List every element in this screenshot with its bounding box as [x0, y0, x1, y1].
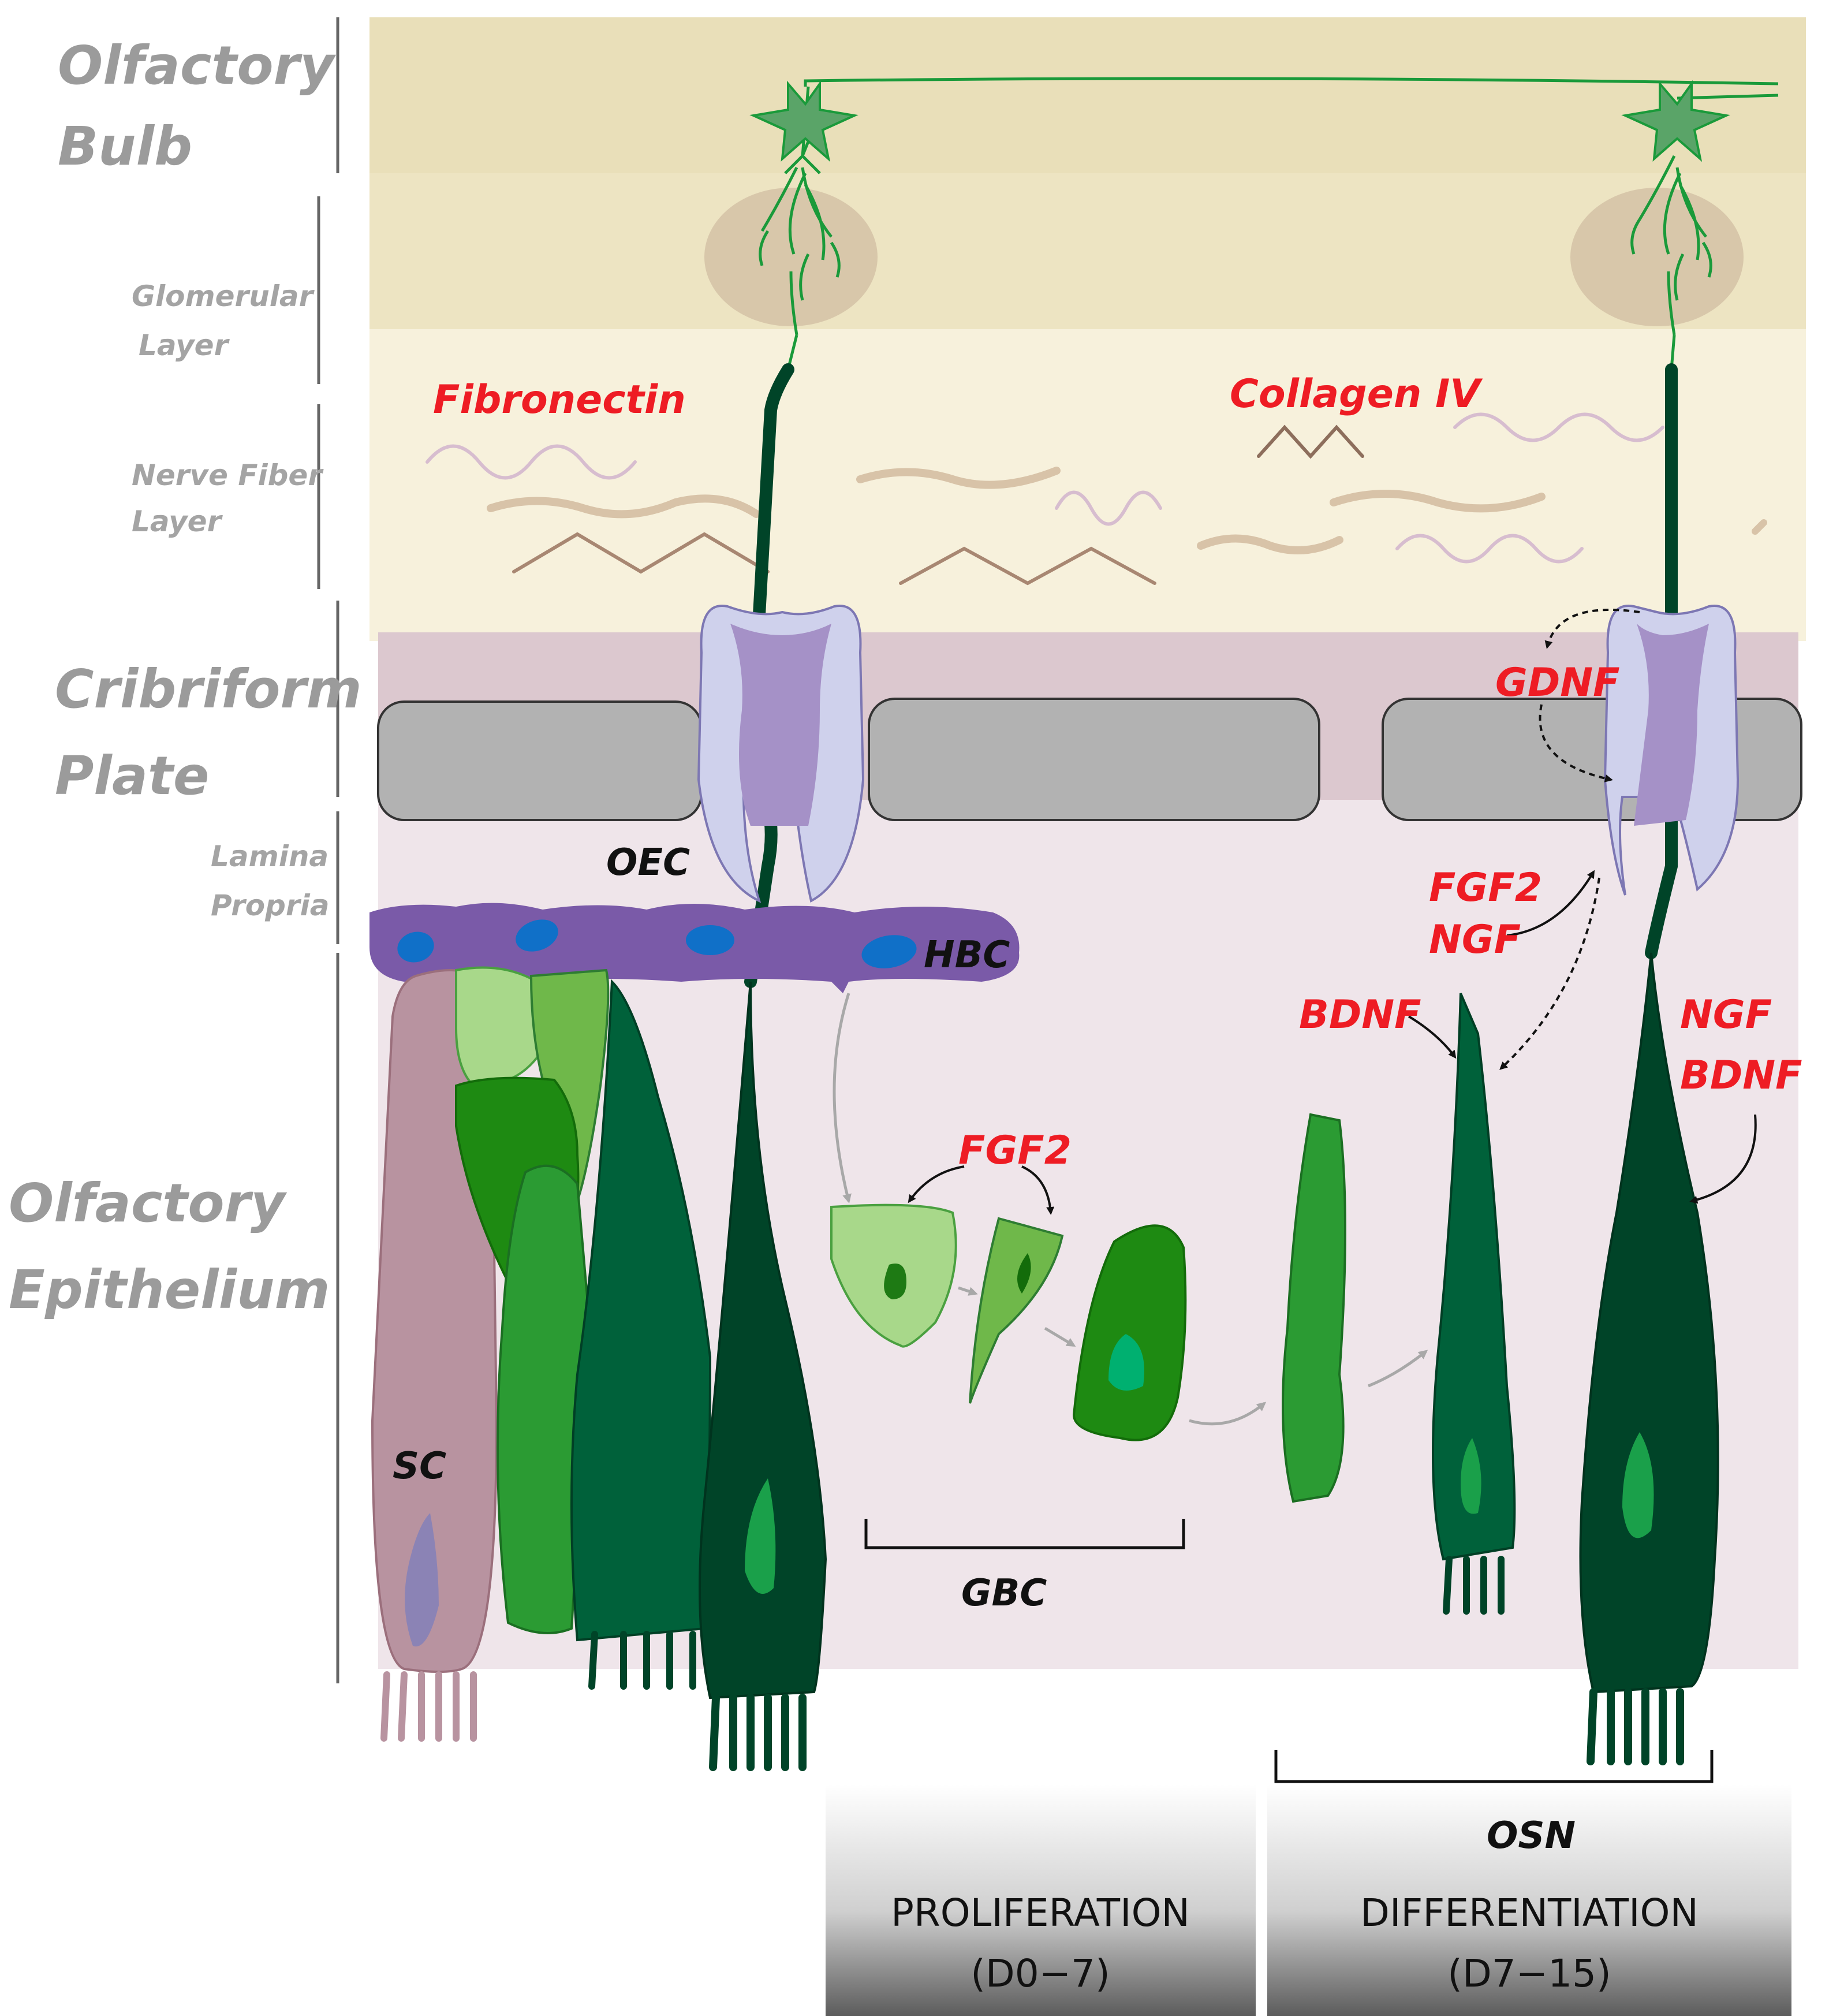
- nerve-fiber-layer-band: [369, 329, 1806, 641]
- glomerular-layer-label-line1: Glomerular: [132, 280, 315, 313]
- cribriform-plate-label-line1: Cribriform: [55, 658, 362, 720]
- ngf-mature-label: NGF: [1680, 992, 1772, 1038]
- lineage-arrows: [833, 993, 1428, 1426]
- gdnf-dotted-arrows: [1499, 609, 1640, 1070]
- gdnf-label: GDNF: [1495, 660, 1620, 706]
- gbc-mid: [969, 1217, 1064, 1404]
- sc-label: SC: [393, 1445, 446, 1488]
- olfactory-bulb-label-line1: Olfactory: [58, 35, 337, 96]
- oec-left: [697, 605, 865, 903]
- differentiation-box: [1267, 1784, 1791, 2016]
- fgf2-prolif-label: FGF2: [958, 1128, 1072, 1173]
- proliferation-box: [826, 1784, 1256, 2016]
- gbc-mid-nucleus: [1017, 1253, 1031, 1294]
- bulb-top-band: [369, 17, 1806, 173]
- olfactory-epithelium-label-line1: Olfactory: [9, 1172, 288, 1234]
- lamina-propria-label-line2: Propria: [211, 889, 329, 922]
- collagen-iv-label: Collagen IV: [1230, 371, 1483, 417]
- extracellular-matrix-fibers: [425, 412, 1767, 586]
- glomerulus-right: [1570, 188, 1744, 326]
- bdnf-diff-label: BDNF: [1299, 992, 1421, 1038]
- fibronectin-label: Fibronectin: [433, 377, 686, 423]
- osn-bracket: [1274, 1750, 1714, 1783]
- cribriform-plate-label-line2: Plate: [55, 745, 209, 807]
- gbc-dark: [1072, 1224, 1187, 1441]
- immature-osn-right-cilia: [1443, 1556, 1505, 1615]
- oec-label: OEC: [606, 841, 690, 884]
- osn-axon-right: [1645, 363, 1678, 959]
- mature-osn-right-nucleus: [1622, 1432, 1654, 1538]
- immature-osn-right-nucleus: [1461, 1438, 1481, 1514]
- immature-osn-right: [1432, 993, 1516, 1561]
- gbc-dark-nucleus: [1108, 1334, 1144, 1391]
- mature-osn-left-2-nucleus: [745, 1478, 776, 1594]
- mature-osn-left-2: [699, 981, 827, 1700]
- glomerulus-left: [704, 188, 878, 326]
- osn-label: OSN: [1487, 1814, 1576, 1857]
- lamina-propria-label-line1: Lamina: [211, 840, 329, 873]
- oec-right: [1603, 605, 1740, 896]
- mature-osn-left-2-cilia: [709, 1694, 807, 1771]
- proliferation-title: PROLIFERATION: [891, 1891, 1190, 1935]
- signaling-arrows: [908, 870, 1757, 1215]
- mature-osn-left-1-cilia: [588, 1631, 696, 1690]
- mature-osn-right-cilia: [1587, 1688, 1684, 1765]
- region-dividers: [317, 17, 339, 1683]
- gbc-label: GBC: [961, 1572, 1047, 1615]
- mitral-cell-right: [1621, 80, 1730, 162]
- nerve-fiber-layer-label-line1: Nerve Fiber: [132, 459, 324, 492]
- bdnf-mature-label: BDNF: [1680, 1053, 1802, 1098]
- proliferation-range: (D0−7): [971, 1951, 1110, 1996]
- differentiation-range: (D7−15): [1447, 1951, 1611, 1996]
- gbc-light-nucleus: [884, 1264, 906, 1299]
- immature-osn-middle: [1282, 1113, 1346, 1503]
- fgf2-diff-label: FGF2: [1429, 865, 1542, 911]
- ngf-diff-label: NGF: [1429, 917, 1521, 963]
- hbc-layer: [369, 903, 1020, 993]
- glomerular-layer-label-line2: Layer: [139, 329, 230, 362]
- nerve-fiber-layer-label-line2: Layer: [132, 505, 223, 538]
- hbc-label: HBC: [924, 934, 1010, 977]
- gbc-bracket: [864, 1519, 1185, 1549]
- olfactory-epithelium-label-line2: Epithelium: [9, 1259, 330, 1321]
- differentiation-title: DIFFERENTIATION: [1360, 1891, 1699, 1935]
- cribriform-bone: [377, 698, 1802, 821]
- mitral-cell-left: [749, 80, 858, 162]
- gbc-stack-light: [455, 966, 556, 1087]
- olfactory-bulb-label-line2: Bulb: [58, 115, 192, 177]
